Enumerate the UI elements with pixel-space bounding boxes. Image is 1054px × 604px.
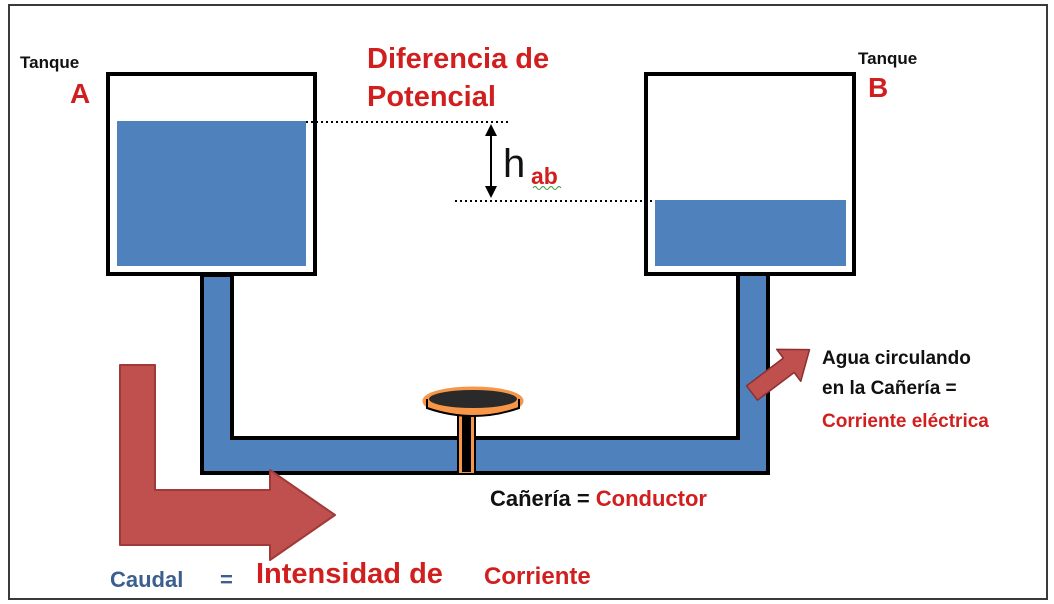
pipe-caption: Cañería = Conductor xyxy=(490,486,707,512)
subscript-squiggle xyxy=(532,186,562,190)
tank-a-letter: A xyxy=(70,78,91,109)
height-symbol: h xyxy=(503,142,526,186)
current-note-line2: en la Cañería = xyxy=(822,378,957,399)
potential-title-line2: Potencial xyxy=(367,81,496,113)
pipe-caption-lead: Cañería = xyxy=(490,486,596,511)
flow-caption-lead: Caudal xyxy=(110,567,184,592)
current-arrow xyxy=(745,348,811,401)
flow-caption-value2: Corriente xyxy=(484,563,591,590)
tank-b-letter: B xyxy=(868,72,889,103)
current-note-line3: Corriente eléctrica xyxy=(822,411,989,432)
flow-caption-equals: = xyxy=(220,567,233,592)
flow-caption-value1: Intensidad de xyxy=(256,558,443,590)
valve-icon xyxy=(422,386,524,475)
pipe xyxy=(200,266,770,475)
potential-title-line1: Diferencia de xyxy=(367,43,550,75)
tank-b-label: Tanque xyxy=(858,49,918,68)
tank-a-water xyxy=(117,121,306,266)
flow-arrow xyxy=(119,364,336,561)
height-arrow xyxy=(485,124,497,198)
height-subscript: ab xyxy=(531,163,558,189)
current-note-line1: Agua circulando xyxy=(822,348,971,369)
tank-b-water xyxy=(655,200,846,266)
pipe-caption-value: Conductor xyxy=(595,486,707,511)
tank-a-label: Tanque xyxy=(20,53,80,72)
